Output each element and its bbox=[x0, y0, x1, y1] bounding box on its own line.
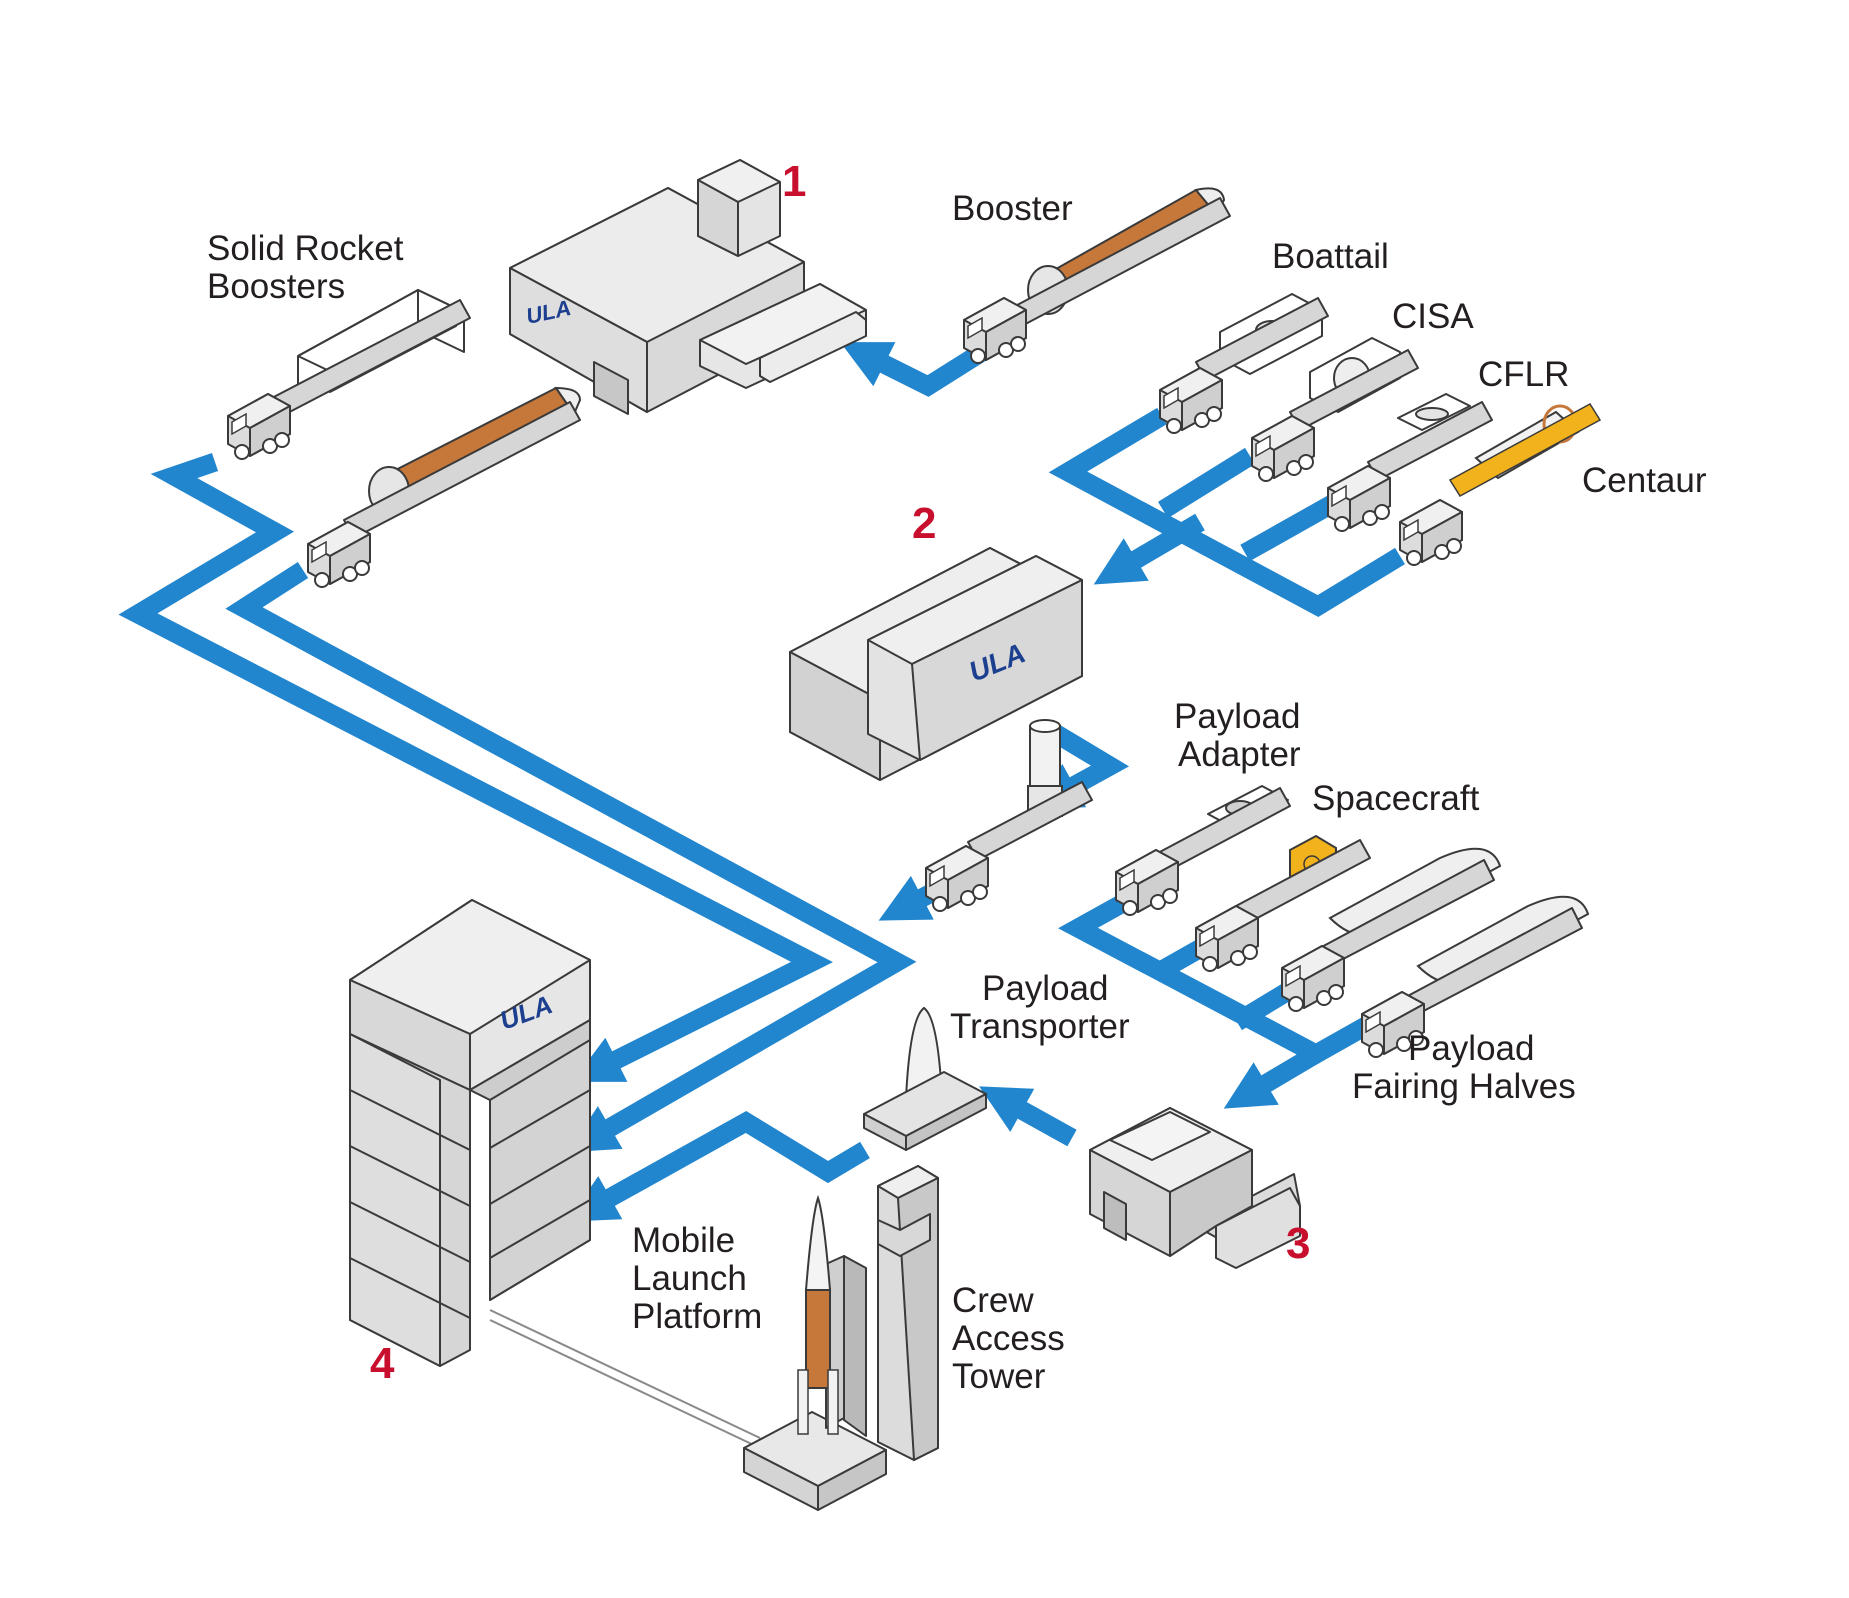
rail-track bbox=[489, 1309, 761, 1449]
building-4-icon: ULA bbox=[349, 899, 591, 1367]
flow-arrow-booster bbox=[840, 342, 988, 397]
rocket-icon bbox=[797, 1194, 839, 1435]
label-solid-rocket-boosters: Solid Rocket Boosters bbox=[207, 229, 413, 306]
payload-transporter-icon bbox=[863, 1006, 987, 1151]
fairing-half-truck-icon bbox=[1281, 847, 1502, 1012]
flow-arrow-upper-stage-in bbox=[1093, 513, 1205, 585]
flow-arrow-transporter bbox=[567, 1111, 870, 1222]
label-cisa: CISA bbox=[1392, 297, 1474, 336]
flow-arrow-building2-out bbox=[1031, 721, 1130, 810]
facility-number-1: 1 bbox=[782, 157, 806, 206]
labels: Solid Rocket Boosters Booster Boattail C… bbox=[207, 189, 1707, 1396]
label-booster: Booster bbox=[952, 189, 1073, 228]
label-payload-transporter: Payload Transporter bbox=[950, 969, 1130, 1046]
srb-truck-icon bbox=[227, 289, 471, 460]
label-boattail: Boattail bbox=[1272, 237, 1389, 276]
booster-truck-icon bbox=[963, 187, 1231, 364]
crew-access-tower-icon bbox=[877, 1165, 939, 1461]
label-payload-fairing-halves: Payload Fairing Halves bbox=[1352, 1029, 1576, 1106]
flow-arrows bbox=[118, 342, 1405, 1222]
label-crew-access-tower: Crew Access Tower bbox=[952, 1281, 1075, 1396]
label-mobile-launch-platform: Mobile Launch Platform bbox=[632, 1221, 762, 1336]
flow-arrow-upper-stage-a bbox=[1048, 407, 1405, 617]
facility-number-3: 3 bbox=[1286, 1219, 1310, 1268]
cflr-truck-icon bbox=[1327, 393, 1493, 532]
label-centaur: Centaur bbox=[1582, 461, 1707, 500]
label-spacecraft: Spacecraft bbox=[1312, 779, 1480, 818]
centaur-truck-icon bbox=[1399, 403, 1602, 566]
boattail-truck-icon bbox=[1159, 293, 1329, 434]
building-1-icon: ULA bbox=[509, 159, 867, 415]
adapter-truck-icon bbox=[1115, 785, 1291, 916]
facility-numbers: 1 2 3 4 bbox=[370, 157, 1310, 1388]
srb-booster-truck-icon bbox=[307, 386, 582, 588]
label-cflr: CFLR bbox=[1478, 355, 1569, 394]
label-payload-adapter: Payload Adapter bbox=[1174, 697, 1310, 774]
flow-arrow-building3-out bbox=[979, 1086, 1077, 1147]
fairing-half-truck-icon bbox=[1361, 895, 1590, 1058]
flow-arrow-srb-inner bbox=[225, 562, 917, 1153]
cisa-truck-icon bbox=[1251, 337, 1419, 482]
flow-arrow-upper-stage-c bbox=[1240, 495, 1337, 562]
flow-arrow-srb-outer bbox=[118, 453, 833, 1082]
flow-arrow-payload-in bbox=[1223, 1045, 1321, 1109]
facility-number-4: 4 bbox=[370, 1339, 395, 1388]
facility-number-2: 2 bbox=[912, 499, 936, 548]
building-3-icon bbox=[1089, 1107, 1301, 1269]
payload-adapter-truck-icon bbox=[925, 719, 1093, 912]
building-2-icon: ULA bbox=[789, 547, 1083, 781]
spacecraft-truck-icon bbox=[1195, 834, 1371, 972]
flow-arrow-upper-stage-b bbox=[1157, 447, 1256, 519]
flow-arrow-payload-a bbox=[1058, 889, 1385, 1065]
